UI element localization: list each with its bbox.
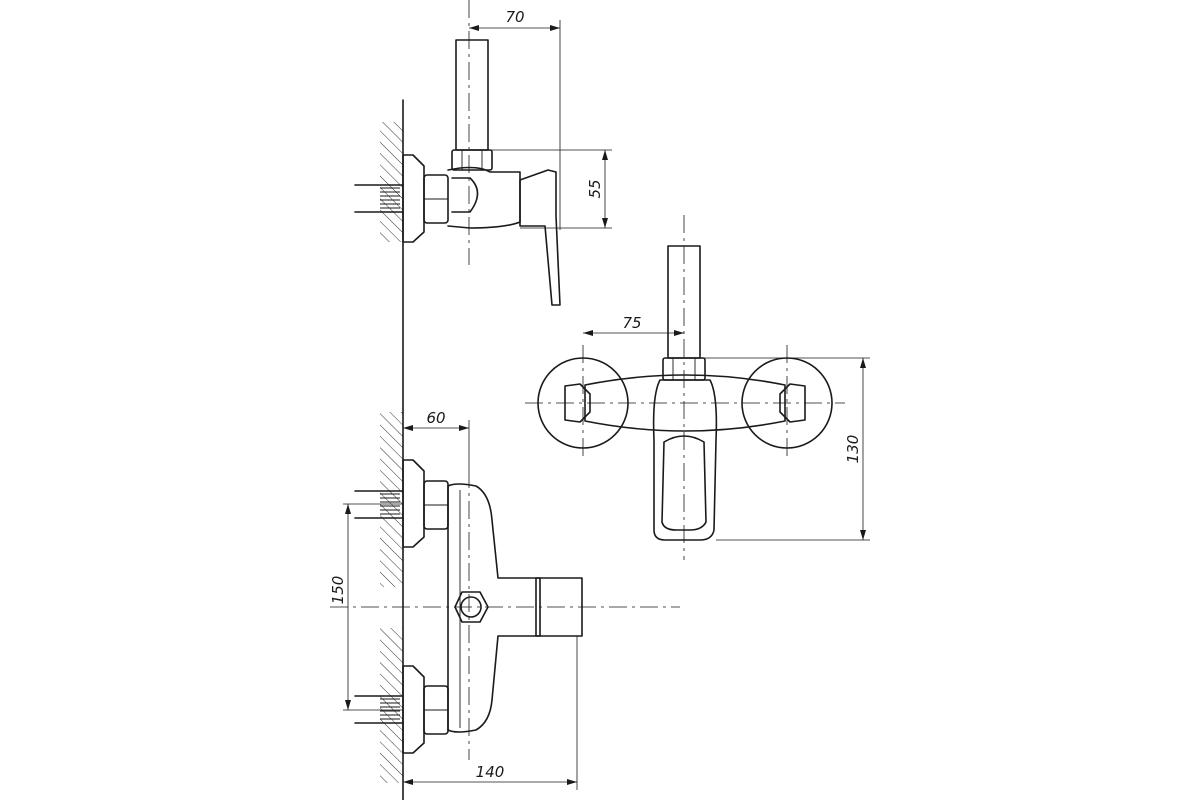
- front-view: [525, 215, 845, 560]
- dim-130-label: 130: [844, 435, 862, 464]
- front-right-nut: [779, 383, 806, 423]
- side-threaded-pipe: [354, 184, 404, 213]
- top-dimensions: 60 150 140: [329, 409, 578, 790]
- top-lower-flange: [402, 665, 425, 754]
- dim-70-label: 70: [505, 8, 524, 26]
- front-left-nut: [564, 383, 591, 423]
- top-lower-threaded-pipe: [354, 695, 404, 724]
- side-dimensions: 70 55: [469, 8, 612, 230]
- side-lever: [519, 169, 561, 306]
- side-flange: [402, 154, 425, 243]
- wall-hatch-lower: [380, 628, 403, 783]
- dim-75-label: 75: [622, 314, 641, 332]
- front-dimensions: 75 130: [583, 314, 870, 541]
- front-left-flange: [537, 357, 629, 449]
- dim-150-label: 150: [329, 576, 347, 605]
- side-view: [354, 0, 561, 306]
- front-lever-inner: [661, 435, 707, 531]
- dim-60-label: 60: [426, 409, 445, 427]
- dim-140-label: 140: [476, 763, 505, 781]
- top-upper-flange: [402, 459, 425, 548]
- wall-hatch-middle: [380, 412, 403, 587]
- side-body-curve: [451, 177, 479, 213]
- side-body: [447, 166, 521, 229]
- wall: [380, 99, 404, 800]
- side-riser-pipe: [455, 39, 489, 151]
- wall-hatch-upper: [380, 122, 403, 242]
- top-upper-threaded-pipe: [354, 490, 404, 519]
- front-lever: [652, 379, 718, 541]
- front-body: [584, 374, 786, 432]
- top-view: [330, 459, 680, 760]
- dim-55-label: 55: [586, 179, 604, 198]
